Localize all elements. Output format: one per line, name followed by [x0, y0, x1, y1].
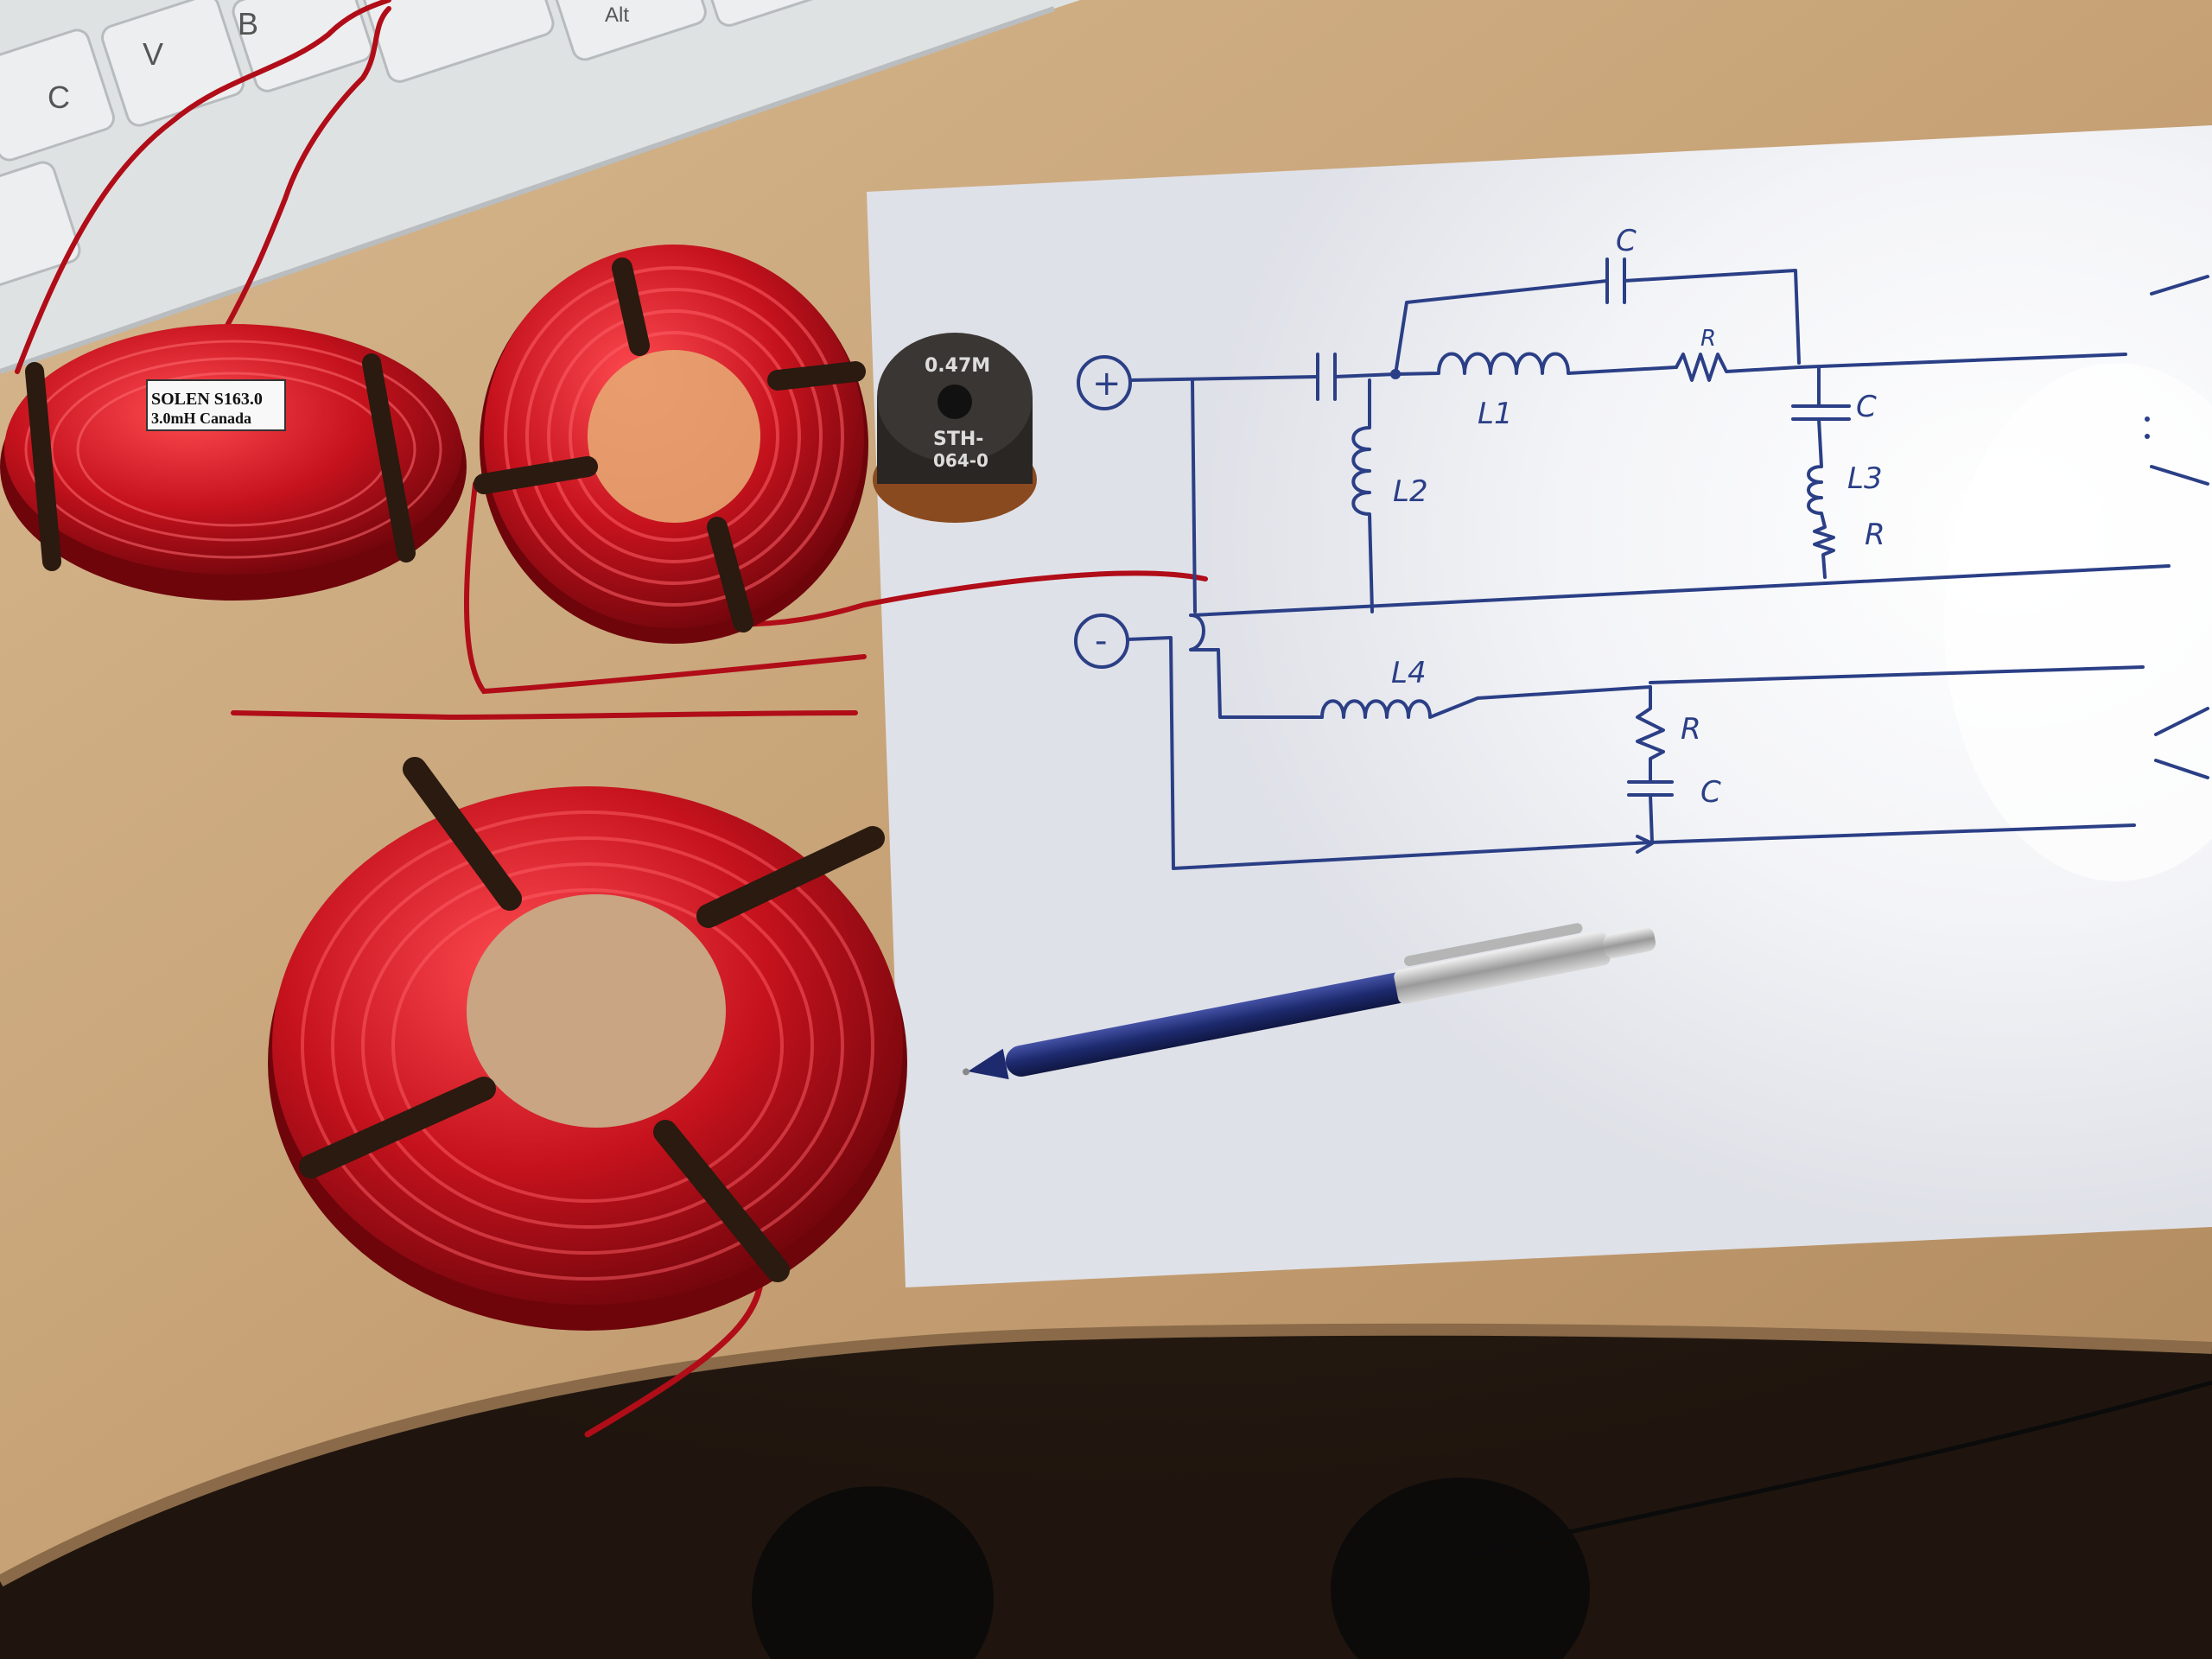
label-c-right: C [1856, 390, 1877, 424]
label-l4: L4 [1391, 656, 1427, 690]
inductor-coil-large [268, 757, 907, 1331]
inductor-coil-small-left: SOLEN S163.0 3.0mH Canada [0, 324, 467, 601]
key-alt: Alt [605, 3, 629, 27]
coil-label [146, 379, 286, 431]
label-r-bottom: R [1681, 712, 1701, 747]
key-b: B [238, 6, 258, 41]
copper-wires [15, 0, 1208, 1438]
crossover-schematic: + - [1074, 224, 2209, 870]
ballpoint-pen [963, 923, 1656, 1080]
key-v: V [143, 36, 163, 72]
ferrite-resistor: 0.47M STH- 064-0 [873, 333, 1037, 523]
label-c-bottom: C [1700, 775, 1721, 810]
key-c: C [48, 79, 70, 115]
label-r-top: R [1700, 326, 1716, 352]
keyboard: C V B Alt [0, 0, 1080, 374]
label-l2: L2 [1393, 474, 1428, 509]
plus-terminal-label: + [1092, 364, 1122, 404]
label-l1: L1 [1478, 397, 1513, 431]
inductor-coil-medium [474, 245, 868, 644]
resistor-text-2: STH- [933, 429, 983, 450]
label-r-right: R [1865, 518, 1885, 552]
black-cable [1468, 1380, 2212, 1558]
resistor-text-3: 064-0 [933, 450, 988, 471]
plus-terminal [1077, 355, 1132, 410]
minus-terminal-label: - [1095, 621, 1107, 661]
resistor-text-1: 0.47M [925, 355, 990, 377]
paper-sheet [867, 125, 2212, 1287]
label-l3: L3 [1847, 461, 1883, 496]
coil-label-line2: 3.0mH Canada [151, 410, 251, 427]
label-c-top: C [1616, 224, 1637, 258]
coil-label-line1: SOLEN S163.0 [151, 390, 263, 409]
shoes [752, 1478, 1590, 1659]
desk-edge [0, 1323, 2212, 1587]
